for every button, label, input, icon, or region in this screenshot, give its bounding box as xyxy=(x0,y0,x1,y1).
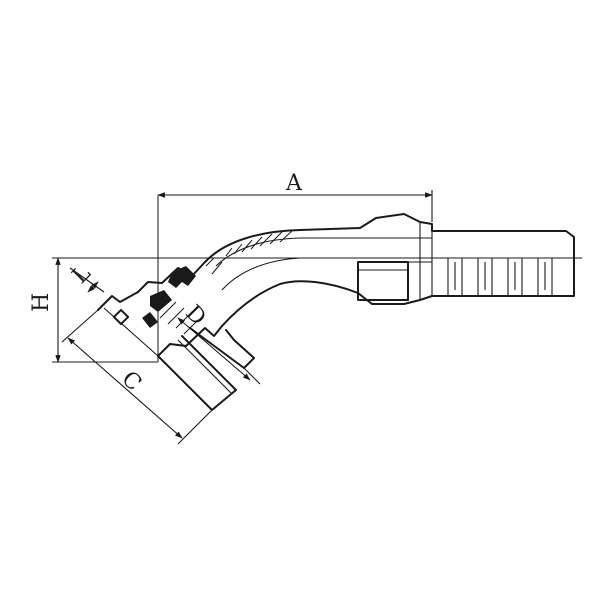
bent-tube-section xyxy=(204,229,359,327)
dimension-h xyxy=(52,257,158,363)
dimension-label-c: C xyxy=(116,367,146,397)
dimension-label-a: A xyxy=(285,171,303,196)
hose-barb-section xyxy=(299,213,575,305)
dimension-label-d: D xyxy=(180,301,210,331)
dimension-c xyxy=(61,309,213,445)
dimension-label-h: H xyxy=(29,293,54,312)
dimension-l xyxy=(69,267,105,293)
dimension-d xyxy=(177,317,261,385)
dimension-label-l: L xyxy=(68,261,96,289)
dimension-a xyxy=(157,190,433,222)
